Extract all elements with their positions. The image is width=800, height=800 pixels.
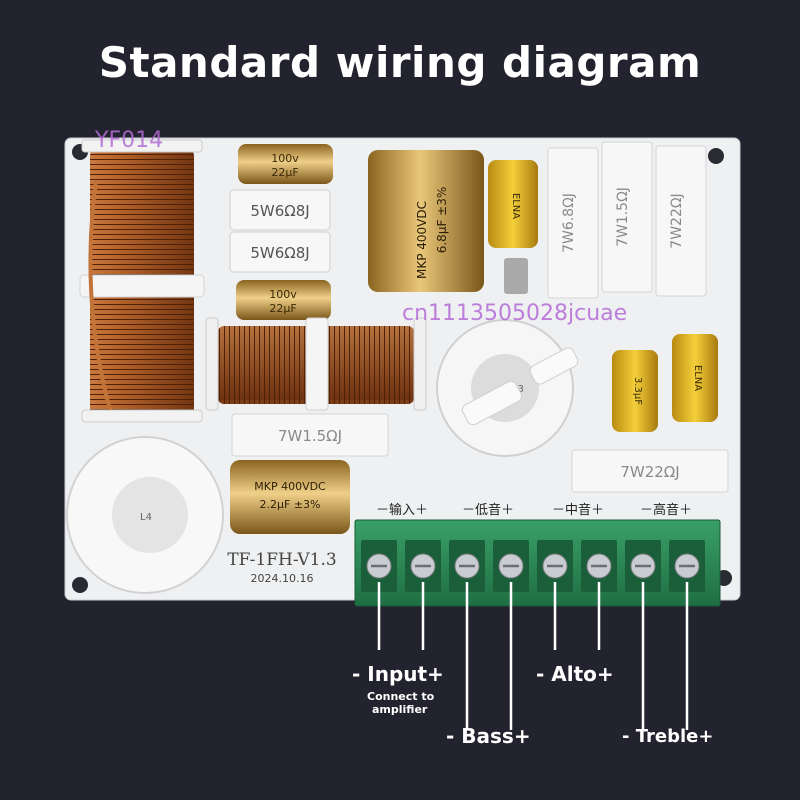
terminal-label-input: －输入＋ xyxy=(376,502,428,518)
svg-text:2.2µF ±3%: 2.2µF ±3% xyxy=(260,498,321,511)
board-date: 2024.10.16 xyxy=(251,572,314,585)
resistor-7w-15-h: 7W1.5ΩJ xyxy=(231,413,389,457)
label-bass: - Bass+ xyxy=(446,724,531,748)
watermark-right: cn1113505028jcuae xyxy=(402,301,628,326)
watermark-left: YF014 xyxy=(95,128,164,153)
resistor-5w-b: 5W6Ω8J xyxy=(229,231,331,273)
terminal-label-bass: －低音＋ xyxy=(462,502,514,518)
svg-text:5W6Ω8J: 5W6Ω8J xyxy=(250,244,309,262)
svg-text:7W22ΩJ: 7W22ΩJ xyxy=(669,193,685,248)
mkp-cap-small: MKP 400VDC 2.2µF ±3% xyxy=(230,460,350,534)
svg-text:MKP 400VDC: MKP 400VDC xyxy=(415,201,429,279)
svg-text:7W1.5ΩJ: 7W1.5ΩJ xyxy=(615,187,631,247)
svg-text:100v: 100v xyxy=(271,152,299,165)
svg-text:3.3µF: 3.3µF xyxy=(632,377,643,405)
svg-text:5W6Ω8J: 5W6Ω8J xyxy=(250,202,309,220)
mkp-cap-large: MKP 400VDC 6.8µF ±3% xyxy=(368,150,484,292)
resistor-7w-68: 7W6.8ΩJ xyxy=(547,147,599,299)
svg-text:ELNA: ELNA xyxy=(510,193,521,219)
mount-hole xyxy=(708,148,724,164)
label-alto: - Alto+ xyxy=(536,662,614,686)
svg-text:22µF: 22µF xyxy=(269,302,296,315)
svg-text:L4: L4 xyxy=(140,512,152,523)
resistor-7w-22-h: 7W22ΩJ xyxy=(571,449,729,493)
label-treble: - Treble+ xyxy=(622,726,714,747)
inductor-l3: L3 xyxy=(436,319,579,457)
resistor-7w-22: 7W22ΩJ xyxy=(655,145,707,297)
cap-100v-top: 100v 22µF xyxy=(238,144,333,184)
svg-text:22µF: 22µF xyxy=(271,166,298,179)
cap-small-right-a: 3.3µF xyxy=(612,350,658,432)
resistor-7w-15: 7W1.5ΩJ xyxy=(601,141,653,293)
svg-text:7W22ΩJ: 7W22ΩJ xyxy=(620,463,679,481)
svg-text:MKP 400VDC: MKP 400VDC xyxy=(254,480,326,493)
terminal-block xyxy=(354,519,721,607)
label-input-note-2: amplifier xyxy=(372,703,428,716)
resistor-5w-a: 5W6Ω8J xyxy=(229,189,331,231)
cap-100v-mid: 100v 22µF xyxy=(236,280,331,320)
terminal-label-treble: －高音＋ xyxy=(640,502,692,518)
cap-small-right-b: ELNA xyxy=(672,334,718,422)
svg-text:7W6.8ΩJ: 7W6.8ΩJ xyxy=(561,193,577,253)
svg-text:ELNA: ELNA xyxy=(692,365,703,391)
page-title: Standard wiring diagram xyxy=(98,38,702,87)
label-input-note-1: Connect to xyxy=(367,690,435,703)
svg-text:7W1.5ΩJ: 7W1.5ΩJ xyxy=(278,427,342,445)
board-model: TF-1FH-V1.3 xyxy=(227,550,336,570)
label-input: - Input+ xyxy=(352,662,444,686)
inductor-l4: L4 xyxy=(66,436,224,594)
elna-cap-top: ELNA xyxy=(488,160,538,248)
terminal-label-mid: －中音＋ xyxy=(552,502,604,518)
svg-text:6.8µF ±3%: 6.8µF ±3% xyxy=(435,187,449,254)
mount-hole xyxy=(72,577,88,593)
svg-text:100v: 100v xyxy=(269,288,297,301)
